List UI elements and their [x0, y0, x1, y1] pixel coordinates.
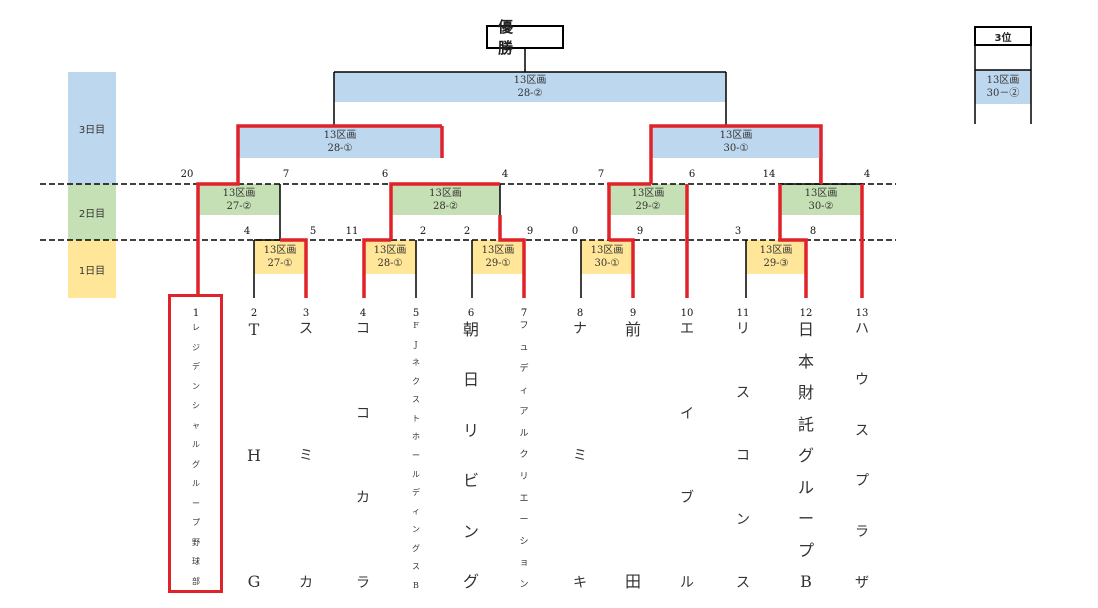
score-label: 6: [381, 169, 389, 180]
score-label: 7: [282, 169, 290, 180]
day-band-1: 1日目: [68, 240, 116, 298]
team-number: 9: [629, 308, 637, 319]
score-label: 4: [501, 169, 509, 180]
team-name-7: フュディアルクリエーション: [519, 321, 529, 590]
score-label: 9: [526, 226, 534, 237]
team-number: 2: [250, 308, 258, 319]
score-label: 5: [309, 226, 317, 237]
day-band-3: 3日目: [68, 72, 116, 184]
score-label: 6: [688, 169, 696, 180]
score-label: 3: [734, 226, 742, 237]
winner-path: [196, 124, 864, 298]
score-label: 20: [180, 169, 194, 180]
champion-label: 優 勝: [486, 18, 564, 57]
score-label: 8: [809, 226, 817, 237]
team-name-13: ハウスプラザ: [855, 321, 869, 591]
score-label: 2: [419, 226, 427, 237]
team-number: 6: [467, 308, 475, 319]
team-number: 8: [576, 308, 584, 319]
score-label: 4: [863, 169, 871, 180]
day-band-2: 2日目: [68, 184, 116, 240]
team-number: 12: [799, 308, 813, 319]
score-label: 7: [597, 169, 605, 180]
team-name-3: スミカ: [299, 321, 313, 591]
score-label: 0: [571, 226, 579, 237]
team-number: 7: [520, 308, 528, 319]
team-name-1: レジデンシャルグループ野球部: [192, 323, 200, 586]
team-name-11: リスコンス: [736, 321, 750, 591]
score-label: 14: [762, 169, 776, 180]
score-label: 4: [243, 226, 251, 237]
team-name-9: 前田: [624, 320, 642, 591]
team-name-4: ココカラ: [356, 321, 370, 591]
team-number: 10: [680, 308, 694, 319]
team-number: 5: [412, 308, 420, 319]
score-label: 11: [345, 226, 359, 237]
score-label: 2: [463, 226, 471, 237]
team-number: 3: [302, 308, 310, 319]
winner-highlight-box: [168, 294, 223, 593]
team-number: 4: [359, 308, 367, 319]
team-number: 11: [736, 308, 750, 319]
score-label: 9: [636, 226, 644, 237]
team-name-6: 朝日リビング: [462, 320, 480, 591]
team-name-8: ナミキ: [573, 321, 587, 591]
team-number: 1: [192, 308, 200, 319]
third-place-label: 3位: [974, 26, 1032, 46]
team-name-10: エイブル: [680, 321, 694, 591]
team-number: 13: [855, 308, 869, 319]
